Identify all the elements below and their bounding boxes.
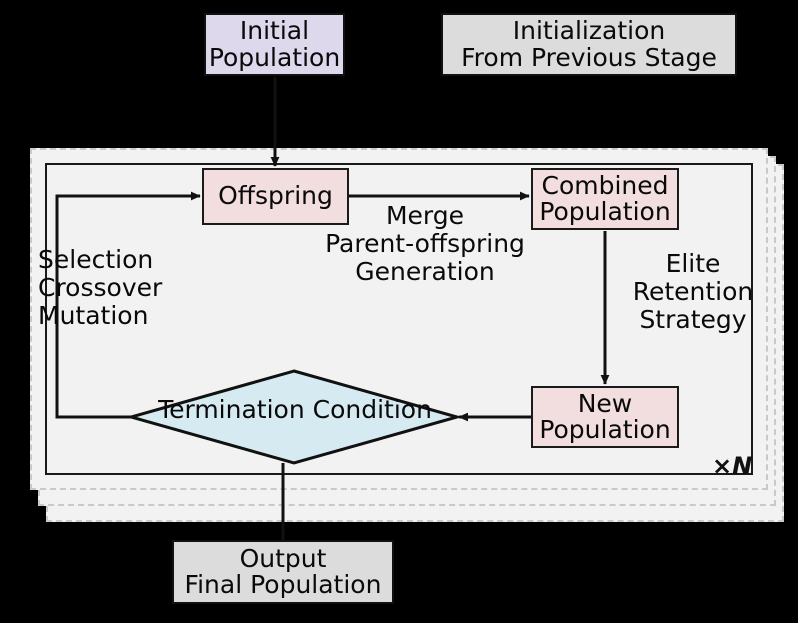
node-combined-population-label: Combined Population (539, 170, 671, 226)
node-termination-condition-label: Termination Condition (158, 395, 432, 424)
loop-repeat-count-label: ×N (712, 452, 753, 480)
edge-termination-to-offspring (55, 191, 201, 419)
termination-decision-diamond (125, 369, 463, 465)
node-offspring-label: Offspring (218, 181, 333, 211)
node-combined-population[interactable]: Combined Population (531, 168, 679, 230)
edge-label-merge-parent-offspring-generation: Merge Parent-offspring Generation (325, 201, 525, 286)
node-output-label: Output Final Population (184, 543, 382, 599)
node-new-population[interactable]: New Population (531, 386, 679, 448)
node-previous-stage-label: Initialization From Previous Stage (461, 16, 717, 72)
node-offspring[interactable]: Offspring (202, 168, 349, 225)
node-new-population-label: New Population (539, 388, 671, 444)
node-initial-population[interactable]: Initial Population (204, 13, 345, 76)
node-output-final-population[interactable]: Output Final Population (172, 540, 394, 604)
loop-inner-frame (45, 163, 753, 475)
node-initialization-from-previous-stage[interactable]: Initialization From Previous Stage (441, 13, 737, 76)
edge-label-elite-retention-strategy: Elite Retention Strategy (632, 249, 754, 334)
edge-label-selection-crossover-mutation: Selection Crossover Mutation (38, 245, 163, 330)
node-initial-population-label: Initial Population (208, 16, 341, 72)
